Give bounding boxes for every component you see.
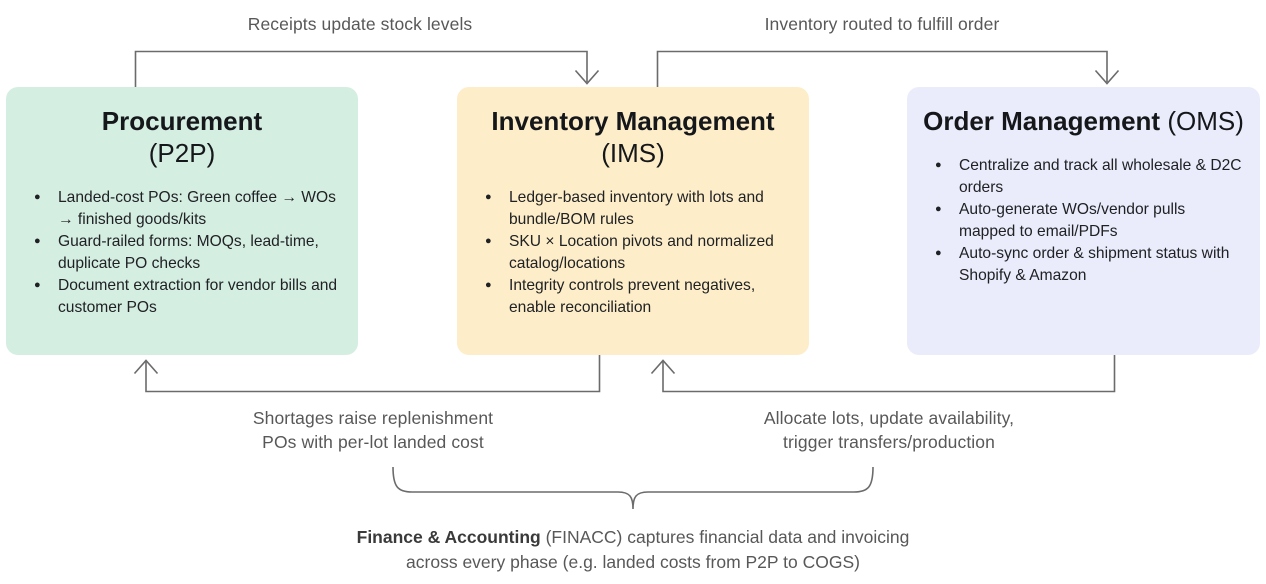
edge-inventory-to-order — [656, 50, 1120, 88]
list-item: Auto-sync order & shipment status with S… — [931, 242, 1242, 286]
phase-bullets-procurement: Landed-cost POs: Green coffee → WOs → fi… — [22, 186, 342, 318]
phase-box-order-management[interactable]: Order Management (OMS) Centralize and tr… — [907, 87, 1260, 355]
edge-label-procurement-to-inventory: Receipts update stock levels — [247, 14, 473, 34]
phase-bullets-inventory-management: Ledger-based inventory with lots and bun… — [473, 186, 793, 318]
edge-label-inventory-to-order: Inventory routed to fulfill order — [764, 14, 1000, 34]
phase-title-procurement: Procurement (P2P) — [22, 105, 342, 169]
phase-title-text: Procurement — [101, 106, 263, 136]
edge-label-order-to-inventory: Allocate lots, update availability, trig… — [763, 408, 1015, 452]
finance-brace — [392, 466, 874, 510]
list-item: Guard-railed forms: MOQs, lead-time, dup… — [30, 230, 340, 274]
phase-abbr: (OMS) — [1167, 106, 1244, 136]
edge-label-inventory-to-procurement: Shortages raise replenishment POs with p… — [252, 408, 494, 452]
phase-bullets-order-management: Centralize and track all wholesale & D2C… — [923, 154, 1244, 286]
edge-inventory-to-procurement — [133, 355, 601, 393]
list-item: Document extraction for vendor bills and… — [30, 274, 340, 318]
phase-abbr: (P2P) — [148, 138, 216, 168]
list-item: Auto-generate WOs/vendor pulls mapped to… — [931, 198, 1242, 242]
phase-abbr: (IMS) — [601, 138, 665, 168]
finance-accounting-detail: (FINACC) captures financial data and inv… — [540, 527, 910, 547]
phase-title-text: Order Management — [923, 106, 1161, 136]
list-item: Landed-cost POs: Green coffee → WOs → fi… — [30, 186, 340, 230]
finance-accounting-label: Finance & Accounting — [356, 527, 541, 547]
phase-box-inventory-management[interactable]: Inventory Management (IMS) Ledger-based … — [457, 87, 809, 355]
list-item: Integrity controls prevent negatives, en… — [481, 274, 791, 318]
list-item: Ledger-based inventory with lots and bun… — [481, 186, 791, 230]
list-item: Centralize and track all wholesale & D2C… — [931, 154, 1242, 198]
phase-box-procurement[interactable]: Procurement (P2P) Landed-cost POs: Green… — [6, 87, 358, 355]
list-item: SKU × Location pivots and normalized cat… — [481, 230, 791, 274]
phase-title-order-management: Order Management (OMS) — [923, 105, 1244, 137]
phase-title-text: Inventory Management — [491, 106, 775, 136]
finance-accounting-detail-line2: across every phase (e.g. landed costs fr… — [406, 552, 860, 572]
finance-accounting-caption: Finance & Accounting (FINACC) captures f… — [0, 525, 1266, 575]
edge-procurement-to-inventory — [134, 50, 600, 88]
phase-title-inventory-management: Inventory Management (IMS) — [473, 105, 793, 169]
edge-order-to-inventory — [650, 355, 1116, 393]
